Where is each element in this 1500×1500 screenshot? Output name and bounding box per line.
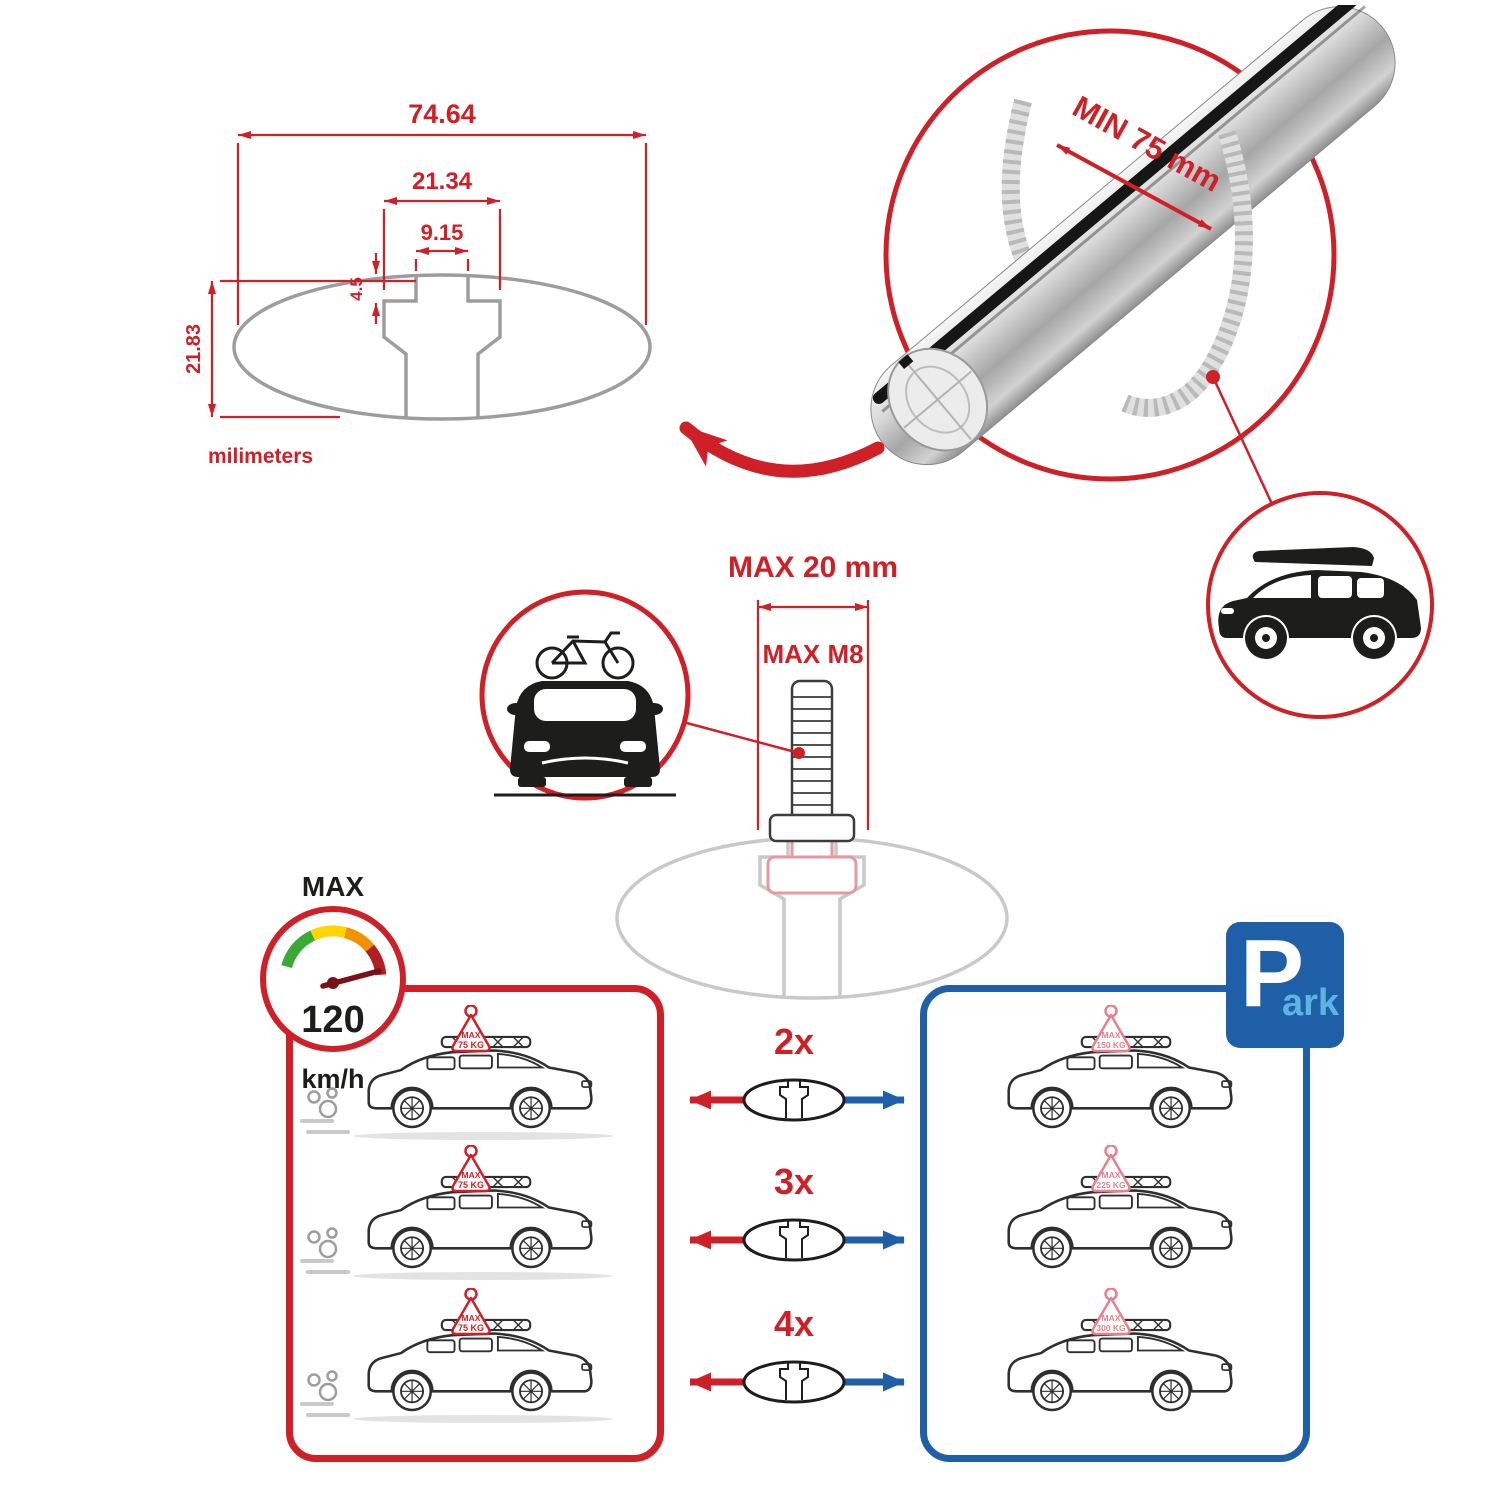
car-shadow: [353, 1132, 613, 1140]
bar-cross-section-icon: [742, 1360, 846, 1404]
badge-label: MAX: [1102, 1170, 1121, 1180]
dim-total-height: 21.83: [183, 324, 205, 374]
speed-limit-gauge: MAX 120 km/h: [245, 871, 425, 1107]
driving-car-row-2: MAX 75 KG: [300, 1145, 613, 1280]
bar-count-label: 4x: [774, 1303, 814, 1344]
bar-count-label: 3x: [774, 1161, 814, 1202]
badge-value: 225 KG: [1096, 1180, 1126, 1190]
badge-label: MAX: [462, 1030, 481, 1040]
gauge-unit: km/h: [301, 1064, 364, 1094]
badge-label: MAX: [1102, 1313, 1121, 1323]
driving-car-row-1: MAX 75 KG: [300, 1005, 613, 1140]
car-shadow: [353, 1415, 613, 1423]
park-sign-suffix: ark: [1282, 982, 1340, 1024]
load-badge: MAX 225 KG: [1091, 1145, 1131, 1193]
bar-profile-outline: [232, 273, 652, 421]
dim-total-width: 74.64: [408, 99, 476, 129]
bar-count-row-1: 2x: [689, 1021, 905, 1122]
bolt-callout-dot: [793, 747, 805, 759]
exhaust-smoke-icon: [300, 1227, 350, 1274]
suv-roofbox-icon: [1218, 547, 1421, 659]
bolt-max-depth-label: MAX 20 mm: [728, 551, 898, 584]
park-sign: P ark: [1226, 922, 1344, 1048]
load-badge: MAX 75 KG: [451, 1005, 491, 1053]
crossbar-detail-circle: MIN 75 mm: [855, 0, 1415, 525]
load-badge: MAX 75 KG: [451, 1288, 491, 1336]
min-span-arrow: [1056, 143, 1212, 231]
dim-channel-outer-width: 21.34: [412, 168, 473, 195]
bolt-diagram: MAX 20 mm MAX M8: [590, 545, 1050, 1025]
clamp-callout-dot: [1206, 370, 1220, 384]
badge-value: 75 KG: [458, 1323, 484, 1333]
bike-car-circle: [470, 565, 710, 825]
clamp-strap-front-icon: [1121, 130, 1253, 417]
gauge-value: 120: [301, 999, 364, 1041]
park-sign-letter: P: [1240, 920, 1305, 1027]
bar-cross-section-icon: [742, 1218, 846, 1262]
units-label: milimeters: [208, 445, 313, 468]
parked-car-row-3: MAX 300 KG: [1007, 1288, 1233, 1412]
exhaust-smoke-icon: [300, 1370, 350, 1417]
dimension-lines: [208, 131, 648, 419]
clamp-strap-rear-icon: [1001, 98, 1036, 271]
load-badge: MAX 75 KG: [451, 1145, 491, 1193]
dim-channel-opening-width: 9.15: [421, 220, 464, 245]
exhaust-smoke-icon: [300, 1087, 350, 1134]
parked-car-row-1: MAX 150 KG: [1007, 1005, 1233, 1129]
badge-value: 75 KG: [458, 1180, 484, 1190]
bar-cross-section-icon: [742, 1078, 846, 1122]
car-front-icon: [494, 681, 676, 797]
bar-count-label: 2x: [774, 1021, 814, 1062]
parked-car-row-2: MAX 225 KG: [1007, 1145, 1233, 1269]
car-shadow: [353, 1272, 613, 1280]
bolt-dimension-lines: [756, 600, 870, 830]
badge-label: MAX: [462, 1313, 481, 1323]
cross-section-drawing: 74.64 21.34 9.15 4.5 21.83 milimeters: [180, 85, 700, 475]
bolt-max-thread-label: MAX M8: [762, 639, 863, 669]
driving-car-row-3: MAX 75 KG: [300, 1288, 613, 1423]
badge-value: 300 KG: [1096, 1323, 1126, 1333]
badge-label: MAX: [462, 1170, 481, 1180]
gauge-needle-pivot: [327, 977, 339, 989]
bar-count-row-2: 3x: [689, 1161, 905, 1262]
badge-label: MAX: [1102, 1030, 1121, 1040]
parked-panel: [920, 985, 1310, 1462]
bicycle-icon: [535, 631, 635, 680]
bolt-head-in-slot: [766, 841, 858, 895]
bolt-icon: [768, 679, 856, 843]
badge-value: 75 KG: [458, 1040, 484, 1050]
gauge-max-label: MAX: [302, 872, 365, 902]
load-badge: MAX 150 KG: [1091, 1005, 1131, 1053]
badge-value: 150 KG: [1096, 1040, 1126, 1050]
dim-lip-depth: 4.5: [347, 277, 366, 301]
vehicle-circle: [1185, 470, 1455, 740]
pointer-arrow-to-drawing: [679, 421, 885, 478]
driving-panel: [286, 985, 664, 1462]
bar-count-row-3: 4x: [689, 1303, 905, 1404]
load-badge: MAX 300 KG: [1091, 1288, 1131, 1336]
